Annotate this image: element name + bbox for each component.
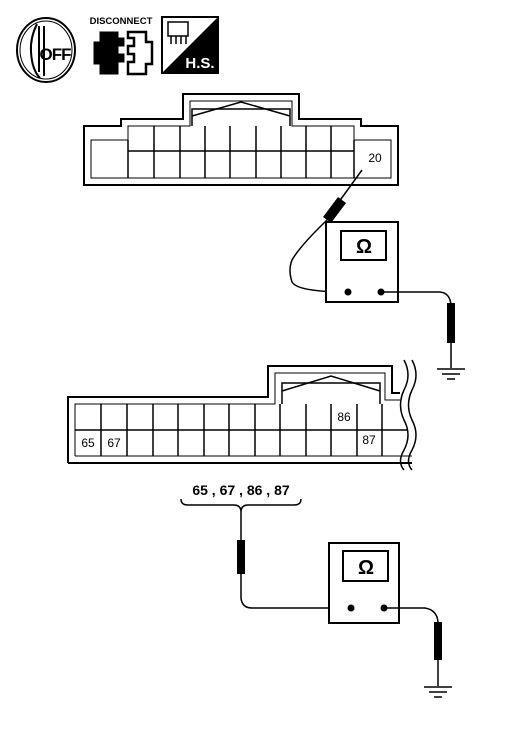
terminal-20-label: 20: [368, 151, 382, 165]
connector-bottom: [67, 359, 417, 471]
probe-bottom: [237, 512, 350, 609]
probe-top: [289, 169, 363, 293]
ground-lead-2: [384, 607, 442, 686]
terminal-87-label: 87: [362, 433, 376, 447]
ignition-key-off-icon: OFF: [16, 17, 76, 83]
callout-brace: [180, 498, 302, 513]
ground-lead-1: [381, 291, 455, 368]
ohm-symbol-1: Ω: [356, 236, 372, 258]
harness-side-icon: H.S.: [161, 16, 219, 74]
disconnect-label: DISCONNECT: [90, 16, 153, 27]
harness-side-label: H.S.: [185, 55, 214, 72]
ground-icon: [424, 686, 452, 698]
terminal-65-label: 65: [81, 436, 95, 450]
connector-top: [83, 93, 399, 186]
terminal-86-label: 86: [337, 410, 351, 424]
ohmmeter-1: Ω: [325, 221, 399, 303]
terminal-67-label: 67: [107, 436, 121, 450]
ground-icon: [437, 368, 465, 380]
ohmmeter-2: Ω: [328, 542, 400, 624]
connector-disconnect-icon: DISCONNECT: [90, 16, 154, 76]
ohm-symbol-2: Ω: [358, 557, 374, 579]
ignition-off-label: OFF: [40, 45, 72, 64]
probe-terminals-callout: 65 , 67 , 86 , 87: [192, 482, 290, 498]
